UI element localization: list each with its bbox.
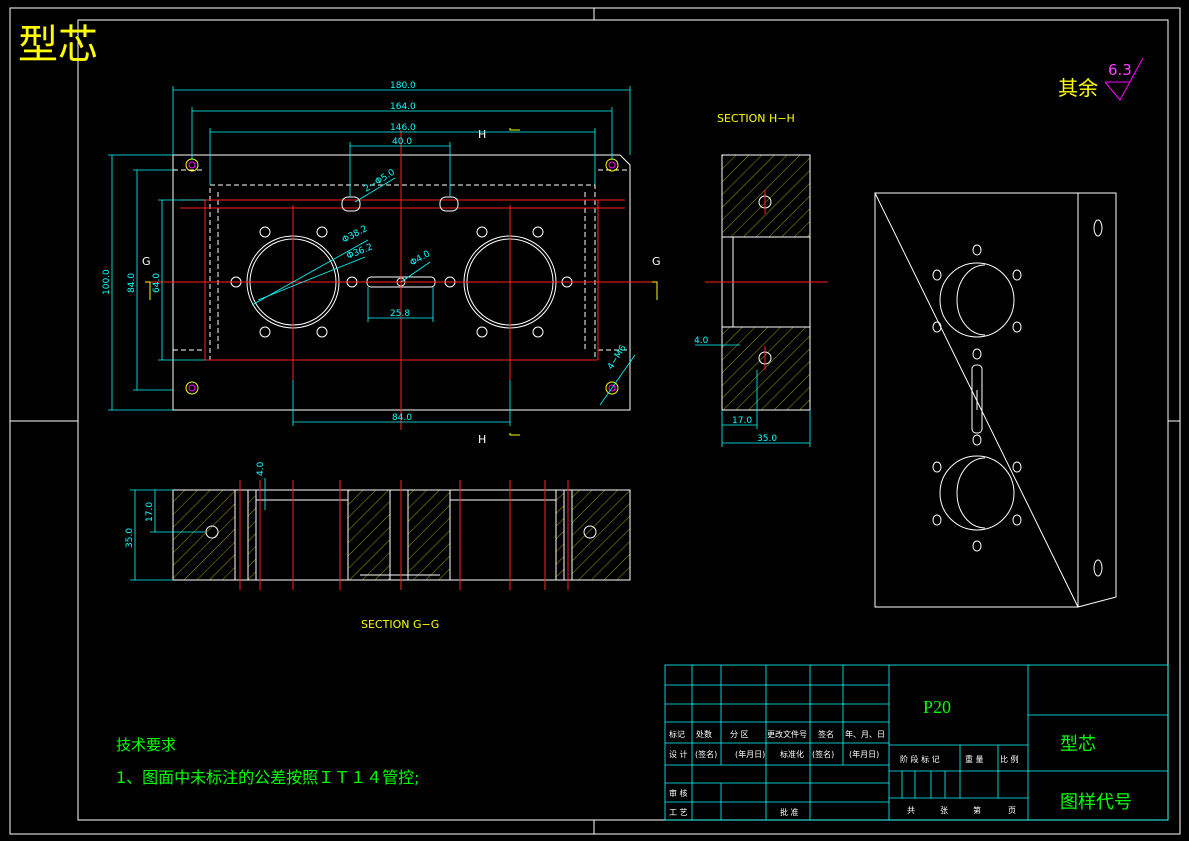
dim-146: 146.0 bbox=[390, 123, 416, 133]
tech-requirements-line1: 1、图面中未标注的公差按照ＩＴ１４管控; bbox=[116, 768, 420, 787]
tb-stage: 阶 段 标 记 bbox=[900, 754, 940, 764]
gg-dim-4: 4.0 bbox=[256, 461, 266, 476]
hh-dim-17: 17.0 bbox=[732, 416, 752, 426]
tb-r2-1: (签名) bbox=[695, 749, 717, 759]
cut-label-g-left: G bbox=[142, 255, 151, 268]
title-block-name: 型芯 bbox=[1060, 734, 1096, 755]
dim-100: 100.0 bbox=[102, 269, 112, 295]
tb-r1-5: 年、月、日 bbox=[845, 729, 885, 739]
drawing-title: 型芯 bbox=[18, 22, 98, 68]
tb-approve: 批 准 bbox=[780, 807, 799, 817]
surface-finish-symbol: 其余 6.3 bbox=[1058, 57, 1144, 101]
tb-r2-4: (签名) bbox=[812, 749, 834, 759]
tb-review: 审 核 bbox=[669, 788, 688, 798]
tb-sheets-0: 共 bbox=[907, 806, 915, 815]
section-hh-view: SECTION H−H 4.0 17.0 35.0 bbox=[694, 112, 828, 447]
tb-r1-0: 标记 bbox=[669, 729, 685, 739]
tb-sheets-3: 页 bbox=[1008, 806, 1016, 815]
tb-craft: 工 艺 bbox=[669, 808, 688, 817]
gg-dim-17: 17.0 bbox=[145, 502, 155, 522]
section-gg-label: SECTION G−G bbox=[361, 618, 439, 631]
tb-r2-2: (年月日) bbox=[735, 749, 765, 759]
title-block: P20 型芯 图样代号 标记 处数 分 区 更改文件号 签名 年、月、日 设 计… bbox=[664, 664, 1169, 821]
dim-84-horizontal: 84.0 bbox=[392, 413, 412, 423]
tb-r2-3: 标准化 bbox=[780, 749, 804, 759]
cut-label-h-top: H bbox=[478, 128, 486, 141]
dim-2-phi5: 2−Φ5.0 bbox=[362, 168, 397, 195]
tb-r1-4: 签名 bbox=[818, 729, 834, 739]
sheet-frame bbox=[9, 7, 1181, 835]
hh-dim-4: 4.0 bbox=[694, 336, 709, 346]
dim-164: 164.0 bbox=[390, 102, 416, 112]
dim-180: 180.0 bbox=[390, 81, 416, 91]
tb-r1-1: 处数 bbox=[696, 729, 712, 739]
dim-phi4: Φ4.0 bbox=[409, 249, 433, 268]
tb-r1-3: 更改文件号 bbox=[767, 729, 807, 739]
section-hh-label: SECTION H−H bbox=[717, 112, 795, 125]
title-block-drawing-no: 图样代号 bbox=[1060, 792, 1132, 813]
top-view: G G H H bbox=[142, 128, 661, 446]
surface-finish-value: 6.3 bbox=[1108, 61, 1132, 79]
tb-r2-5: (年月日) bbox=[849, 749, 879, 759]
tb-scale: 比 例 bbox=[1000, 754, 1019, 764]
tech-requirements-heading: 技术要求 bbox=[116, 736, 176, 754]
dim-25-8: 25.8 bbox=[390, 309, 410, 319]
tb-weight: 重 量 bbox=[965, 754, 984, 764]
tb-r2-0: 设 计 bbox=[669, 749, 688, 759]
dim-84-vertical: 84.0 bbox=[127, 273, 137, 293]
cut-label-g-right: G bbox=[652, 255, 661, 268]
section-gg-view: 35.0 17.0 4.0 SECTION G−G bbox=[125, 461, 631, 631]
tb-sheets-1: 张 bbox=[940, 806, 948, 815]
dim-4-m6: 4−M6 bbox=[606, 343, 629, 371]
isometric-view bbox=[874, 192, 1117, 608]
tb-sheets-2: 第 bbox=[973, 805, 981, 815]
surface-finish-prefix: 其余 bbox=[1058, 76, 1098, 100]
dim-64: 64.0 bbox=[152, 273, 162, 293]
gg-dim-35: 35.0 bbox=[125, 528, 135, 548]
dim-phi38-2: Φ38.2 bbox=[341, 224, 370, 246]
hh-dim-35: 35.0 bbox=[757, 434, 777, 444]
title-block-part-no: P20 bbox=[923, 697, 951, 717]
tb-r1-2: 分 区 bbox=[730, 730, 749, 739]
cut-label-h-bottom: H bbox=[478, 433, 486, 446]
dim-40: 40.0 bbox=[392, 137, 412, 147]
top-view-dimensions: 180.0 164.0 146.0 40.0 100.0 84.0 64.0 2… bbox=[102, 81, 636, 426]
